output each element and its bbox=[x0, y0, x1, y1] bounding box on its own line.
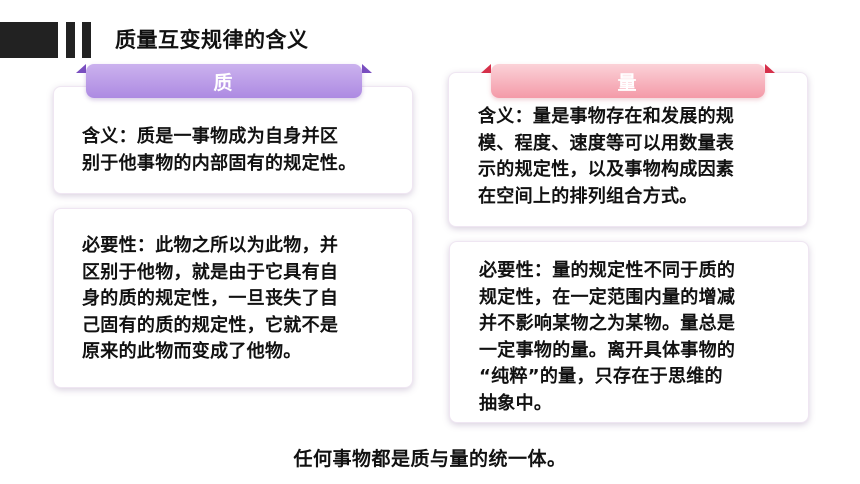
text-line: 示的规定性，以及事物构成因素 bbox=[478, 159, 735, 180]
page-title: 质量互变规律的含义 bbox=[115, 28, 309, 52]
quality-tab: 质 bbox=[86, 64, 362, 98]
quantity-necessity-text: 必要性：量的规定性不同于质的 规定性，在一定范围内量的增减 并不影响某物之为某物… bbox=[479, 258, 735, 417]
quality-tab-fold-left bbox=[76, 64, 86, 73]
header-stripe bbox=[66, 22, 75, 58]
quality-meaning-text: 含义：质是一事物成为自身并区 别于他事物的内部固有的规定性。 bbox=[82, 124, 357, 177]
quality-meaning-card: 含义：质是一事物成为自身并区 别于他事物的内部固有的规定性。 bbox=[53, 86, 413, 194]
quantity-necessity-card: 必要性：量的规定性不同于质的 规定性，在一定范围内量的增减 并不影响某物之为某物… bbox=[449, 241, 809, 423]
quantity-tab-fold-left bbox=[481, 64, 491, 73]
quantity-tab: 量 bbox=[491, 64, 765, 98]
text-line: 别于他事物的内部固有的规定性。 bbox=[82, 152, 357, 174]
quality-necessity-card: 必要性：此物之所以为此物，并 区别于他物，就是由于它具有自 身的质的规定性，一旦… bbox=[53, 208, 413, 388]
text-line: 原来的此物而变成了他物。 bbox=[82, 341, 302, 362]
text-line: 含义：质是一事物成为自身并区 bbox=[82, 126, 339, 147]
text-line: 身的质的规定性，一旦丧失了自 bbox=[82, 288, 339, 309]
quantity-tab-fold-right bbox=[765, 64, 775, 73]
quality-necessity-text: 必要性：此物之所以为此物，并 区别于他物，就是由于它具有自 身的质的规定性，一旦… bbox=[82, 233, 338, 366]
header-stripe bbox=[82, 22, 91, 58]
text-line: 在空间上的排列组合方式。 bbox=[478, 185, 698, 207]
text-line: 一定事物的量。离开具体事物的 bbox=[479, 339, 736, 361]
text-line: “纯粹”的量，只存在于思维的 bbox=[479, 366, 723, 387]
header-bar bbox=[0, 22, 58, 58]
text-line: 区别于他物，就是由于它具有自 bbox=[82, 261, 339, 283]
text-line: 模、程度、速度等可以用数量表 bbox=[478, 132, 735, 154]
quality-tab-fold-right bbox=[362, 64, 372, 73]
text-line: 含义：量是事物存在和发展的规 bbox=[478, 106, 735, 127]
text-line: 己固有的质的规定性，它就不是 bbox=[82, 314, 339, 336]
text-line: 抽象中。 bbox=[479, 392, 553, 414]
conclusion-text: 任何事物都是质与量的统一体。 bbox=[293, 448, 567, 470]
text-line: 必要性：此物之所以为此物，并 bbox=[82, 235, 339, 256]
text-line: 规定性，在一定范围内量的增减 bbox=[479, 286, 736, 308]
quantity-meaning-text: 含义：量是事物存在和发展的规 模、程度、速度等可以用数量表 示的规定性，以及事物… bbox=[478, 104, 734, 210]
text-line: 并不影响某物之为某物。量总是 bbox=[479, 313, 736, 334]
text-line: 必要性：量的规定性不同于质的 bbox=[479, 260, 736, 281]
